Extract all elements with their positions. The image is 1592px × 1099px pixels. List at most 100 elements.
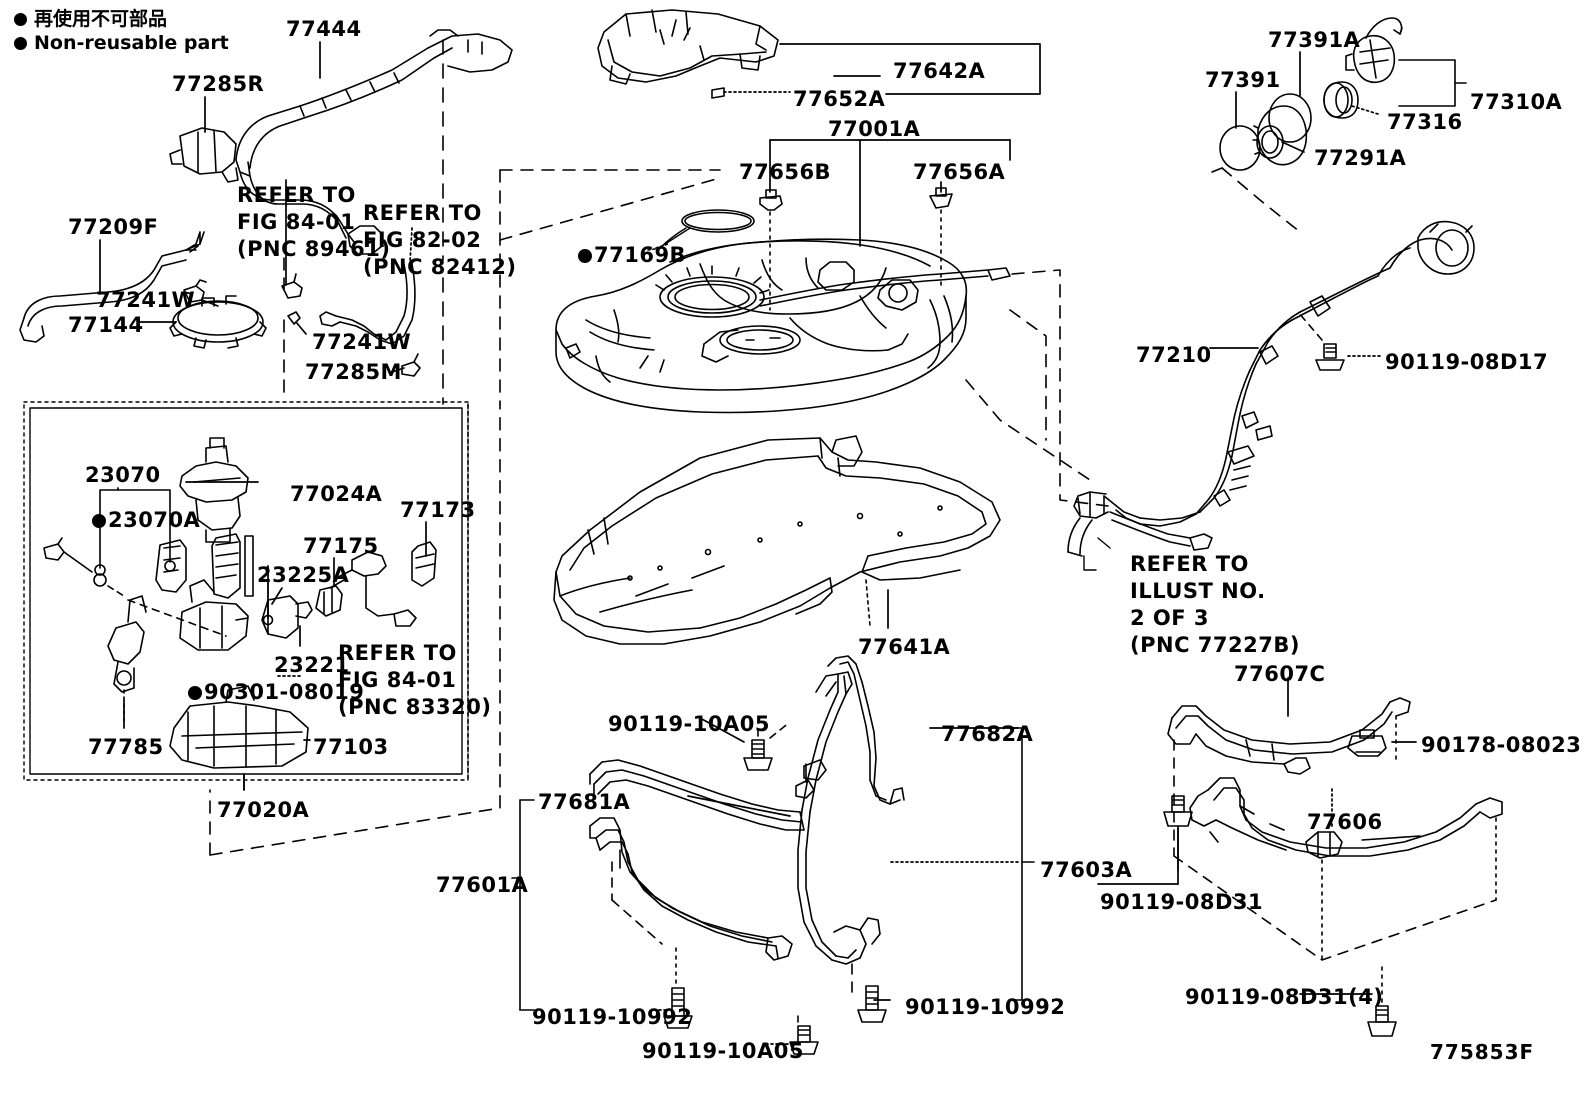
legend-row-jp: 再使用不可部品 [14, 8, 229, 32]
part-number-text: 90119-10992 [905, 995, 1066, 1019]
part-label-77241W[interactable]: 77241W [312, 330, 411, 356]
part-label-77444[interactable]: 77444 [286, 17, 362, 43]
part-number-text: 77175 [303, 534, 379, 558]
part-label-23221[interactable]: 23221 [274, 653, 350, 679]
part-label-77291A[interactable]: 77291A [1314, 146, 1406, 172]
part-number-text: 23221 [274, 653, 350, 677]
part-label-77391[interactable]: 77391 [1205, 68, 1281, 94]
legend: 再使用不可部品 Non-reusable part [14, 8, 229, 56]
non-reusable-marker-icon [92, 514, 106, 528]
part-label-77641A[interactable]: 77641A [858, 635, 950, 661]
part-label-77601A[interactable]: 77601A [436, 873, 528, 899]
part-label-77606[interactable]: 77606 [1307, 810, 1383, 836]
reference-note-line: 2 OF 3 [1130, 605, 1210, 630]
part-label-23225A[interactable]: 23225A [257, 563, 349, 589]
reference-note-line: (PNC 82412) [363, 254, 517, 279]
part-number-text: 77103 [313, 735, 389, 759]
part-number-text: 77391 [1205, 68, 1281, 92]
part-number-text: 77652A [793, 87, 886, 111]
part-label-77656B[interactable]: 77656B [739, 160, 831, 186]
reference-note-line: REFER TO [237, 183, 356, 207]
part-label-77210[interactable]: 77210 [1136, 343, 1212, 369]
part-label-9011908D31[interactable]: 90119-08D31 [1100, 890, 1263, 916]
part-label-77391A[interactable]: 77391A [1268, 28, 1360, 54]
part-label-9011910992[interactable]: 90119-10992 [532, 1005, 692, 1031]
reference-note-line: FIG 84-01 [237, 209, 356, 234]
part-number-text: 77210 [1136, 343, 1212, 367]
part-label-77285R[interactable]: 77285R [172, 72, 264, 98]
part-label-77603A[interactable]: 77603A [1040, 858, 1132, 884]
part-label-77144[interactable]: 77144 [68, 313, 144, 339]
part-label-77682A[interactable]: 77682A [941, 722, 1033, 748]
part-label-9017808023[interactable]: 90178-08023 [1421, 733, 1581, 759]
part-number-text: 77642A [893, 59, 986, 83]
diagram-number: 775853F [1430, 1040, 1535, 1064]
part-label-9011908D17[interactable]: 90119-08D17 [1385, 350, 1548, 376]
part-label-77241W[interactable]: 77241W [96, 288, 195, 314]
part-number-text: 77682A [941, 722, 1034, 746]
part-number-text: 77173 [400, 498, 476, 522]
reference-note-line: FIG 84-01 [338, 667, 457, 692]
part-number-text: 77391A [1268, 28, 1361, 52]
part-number-text: 77024A [290, 482, 383, 506]
non-reusable-marker-icon [578, 249, 592, 263]
part-number-text: 77241W [96, 288, 196, 312]
part-number-text: 77316 [1387, 110, 1463, 134]
part-label-23070[interactable]: 23070 [85, 463, 161, 489]
reference-note-line: (PNC 89461) [237, 236, 391, 261]
reference-note-line: FIG 82-02 [363, 227, 482, 252]
legend-label-en: Non-reusable part [34, 31, 229, 54]
part-label-23070A[interactable]: 23070A [92, 508, 200, 534]
reference-note-line: REFER TO [338, 641, 457, 665]
part-label-9011910A05[interactable]: 90119-10A05 [608, 712, 770, 738]
part-label-77209F[interactable]: 77209F [68, 215, 158, 241]
part-label-77103[interactable]: 77103 [313, 735, 389, 761]
part-number-text: 90178-08023 [1421, 733, 1582, 757]
part-label-77652A[interactable]: 77652A [793, 87, 885, 113]
legend-label-jp: 再使用不可部品 [34, 8, 168, 30]
part-label-77285M[interactable]: 77285M [305, 360, 402, 386]
part-label-77310A[interactable]: 77310A [1470, 90, 1562, 116]
part-number-text: 90119-08D31 [1100, 890, 1264, 914]
part-label-9011908D314[interactable]: 90119-08D31(4) [1185, 985, 1383, 1011]
part-number-text: 77681A [538, 790, 631, 814]
filled-circle-icon [14, 37, 27, 51]
part-label-77175[interactable]: 77175 [303, 534, 379, 560]
part-label-9011910A05[interactable]: 90119-10A05 [642, 1039, 804, 1065]
part-number-text: 77641A [858, 635, 951, 659]
part-label-77001A[interactable]: 77001A [828, 117, 920, 143]
part-number-text: 77601A [436, 873, 529, 897]
part-number-text: 77020A [217, 798, 310, 822]
part-number-text: 90119-08D31(4) [1185, 985, 1384, 1009]
part-label-77656A[interactable]: 77656A [913, 160, 1005, 186]
reference-note-line: (PNC 83320) [338, 694, 492, 719]
part-number-text: 77001A [828, 117, 921, 141]
part-label-77169B[interactable]: 77169B [578, 243, 686, 269]
part-label-77681A[interactable]: 77681A [538, 790, 630, 816]
part-number-text: 23225A [257, 563, 350, 587]
part-label-77316[interactable]: 77316 [1387, 110, 1463, 136]
part-number-text: 23070 [85, 463, 161, 487]
part-label-77642A[interactable]: 77642A [893, 59, 985, 85]
filled-circle-icon [14, 13, 27, 27]
part-number-text: 77169B [594, 243, 687, 267]
part-label-77607C[interactable]: 77607C [1234, 662, 1325, 688]
part-number-text: 90119-08D17 [1385, 350, 1549, 374]
part-label-77020A[interactable]: 77020A [217, 798, 309, 824]
part-label-9030108019[interactable]: 90301-08019 [188, 680, 364, 706]
part-number-text: 90119-10A05 [608, 712, 770, 736]
part-number-text: 77656A [913, 160, 1006, 184]
part-label-77173[interactable]: 77173 [400, 498, 476, 524]
part-label-9011910992[interactable]: 90119-10992 [905, 995, 1065, 1021]
part-number-text: 90301-08019 [204, 680, 365, 704]
part-label-77785[interactable]: 77785 [88, 735, 164, 761]
part-label-77024A[interactable]: 77024A [290, 482, 382, 508]
part-number-text: 90119-10992 [532, 1005, 693, 1029]
part-number-text: 90119-10A05 [642, 1039, 804, 1063]
reference-note-line: REFER TO [363, 201, 482, 225]
